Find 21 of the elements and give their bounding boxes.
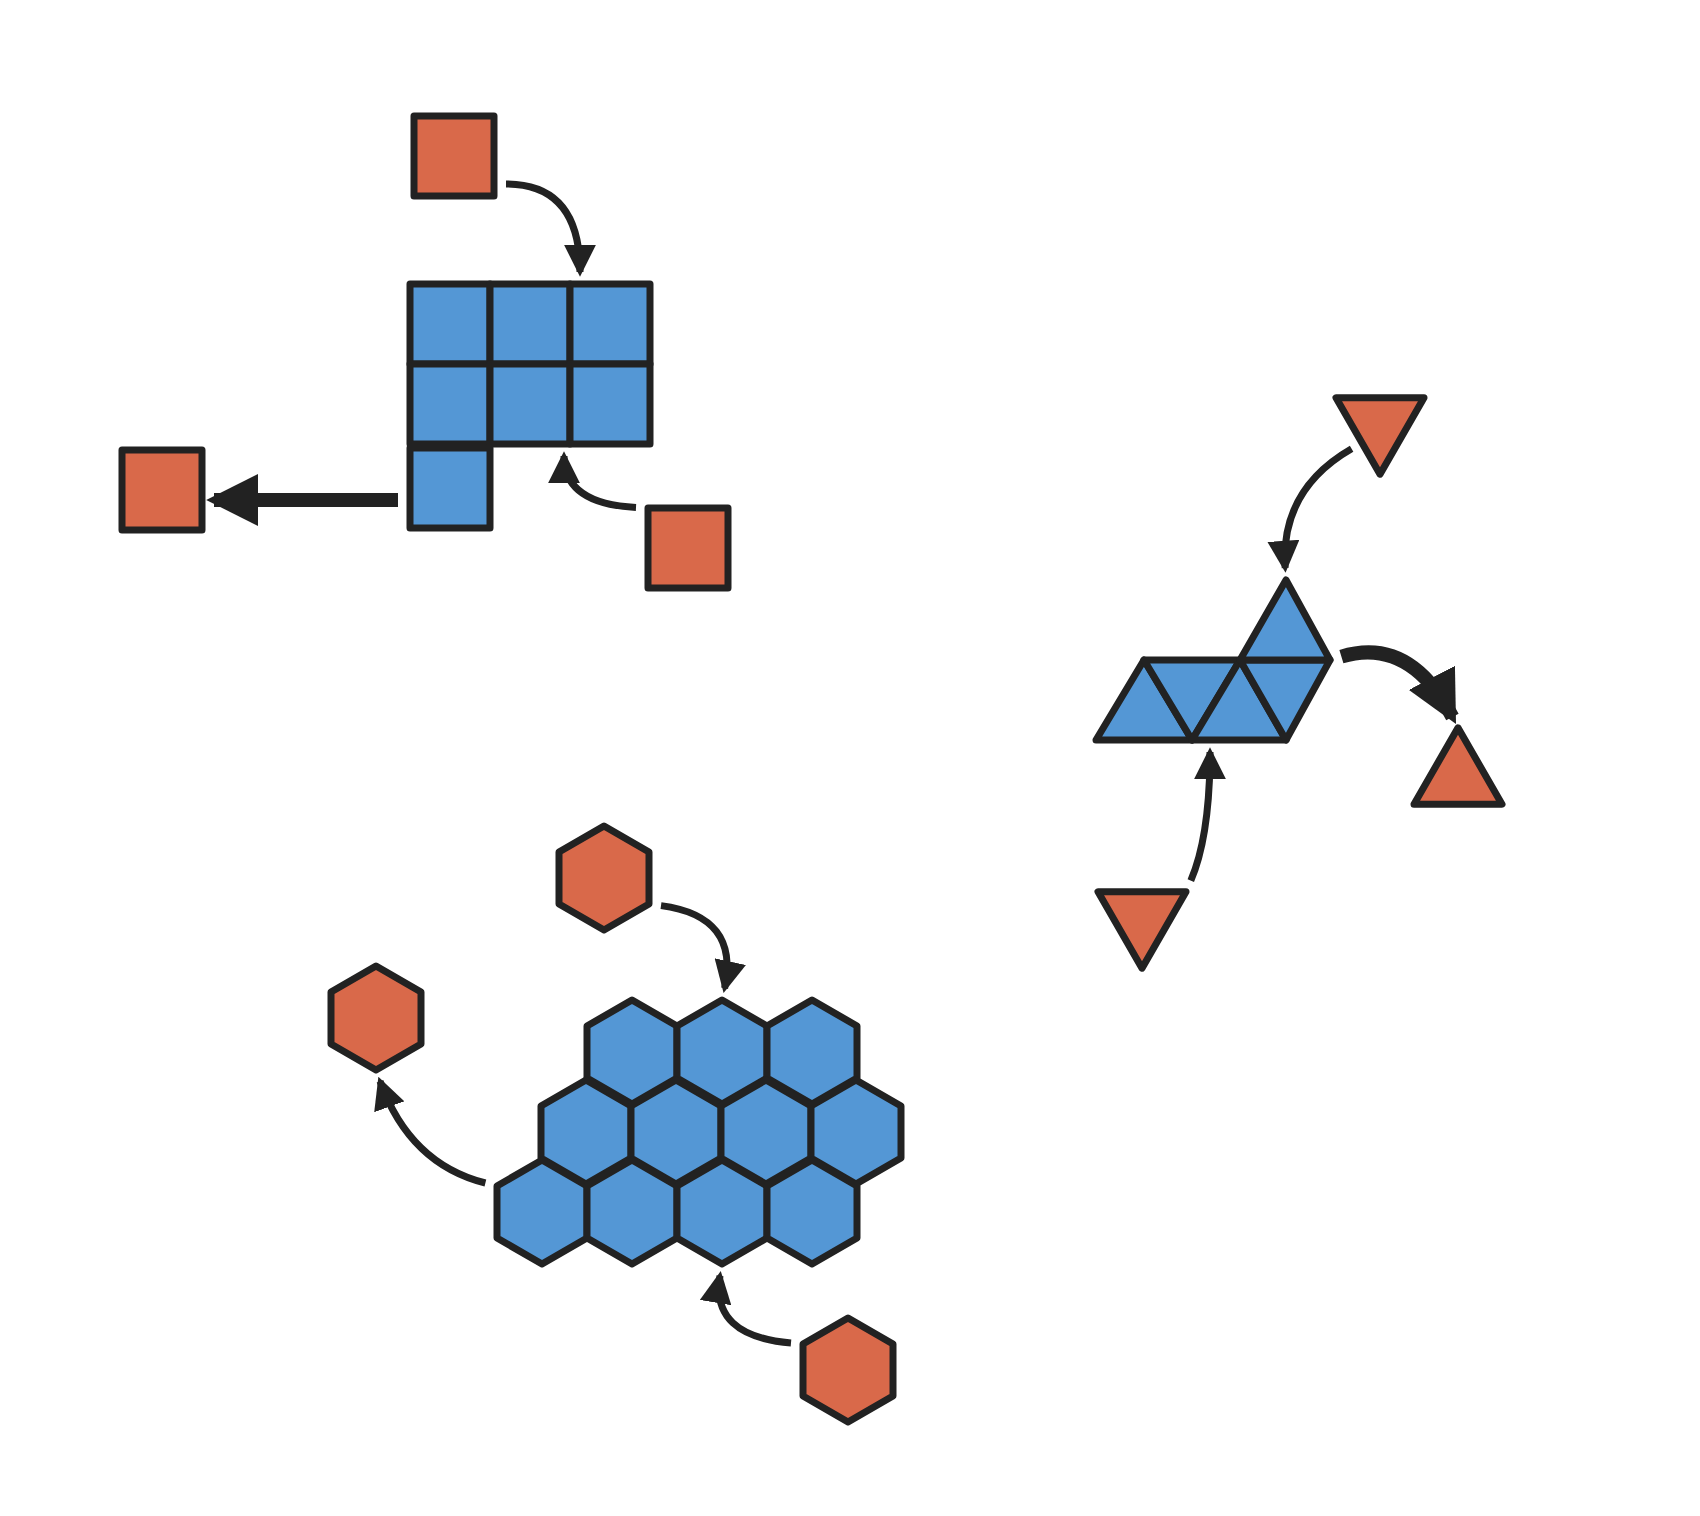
curved-arrow bbox=[549, 451, 637, 511]
triangle-tile bbox=[1094, 888, 1190, 972]
hexagon-tile bbox=[327, 962, 425, 1074]
curved-arrow bbox=[1187, 747, 1226, 882]
curved-arrow bbox=[1268, 445, 1354, 573]
curved-arrow bbox=[701, 1271, 792, 1347]
square-tiling-drawing bbox=[406, 280, 654, 532]
triangle-tile bbox=[1410, 724, 1506, 808]
curved-arrow bbox=[1339, 645, 1459, 724]
triangle-tiling-drawing bbox=[1092, 576, 1334, 744]
curved-arrow bbox=[660, 902, 745, 993]
square-tile bbox=[644, 504, 732, 592]
square-tile bbox=[118, 446, 206, 534]
hexagon-tile bbox=[799, 1314, 897, 1426]
triangle-tile bbox=[1332, 394, 1428, 478]
curved-arrow bbox=[505, 180, 595, 277]
curved-arrow bbox=[375, 1076, 487, 1187]
square-tile bbox=[410, 112, 498, 200]
hexagon-tile bbox=[555, 822, 653, 934]
hexagon-tiling-drawing bbox=[493, 996, 905, 1268]
curved-arrow bbox=[206, 474, 398, 526]
